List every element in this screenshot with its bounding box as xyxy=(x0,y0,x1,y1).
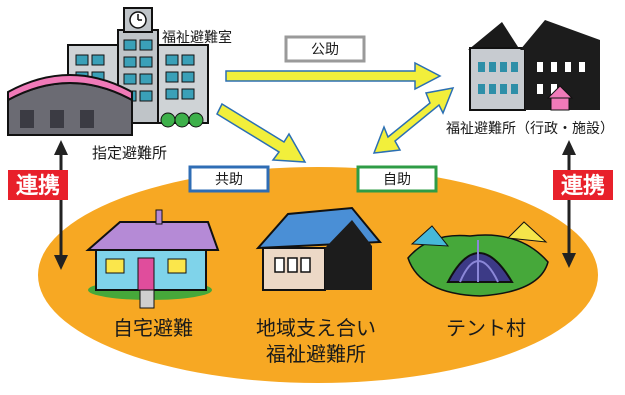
community-shelter-label-line2: 福祉避難所 xyxy=(266,342,366,366)
home-evacuation-label: 自宅避難 xyxy=(113,316,193,340)
designated-shelter-label: 指定避難所 xyxy=(92,144,167,162)
community-house-icon xyxy=(255,206,383,291)
cooperation-left-badge xyxy=(8,170,68,200)
cooperation-left-label: 連携 xyxy=(16,173,60,199)
designated-shelter-building-icon xyxy=(7,7,209,136)
mutual-help-arrow xyxy=(216,102,307,163)
mutual-help-box xyxy=(188,165,270,193)
tent-village-label: テント村 xyxy=(446,316,526,340)
cooperation-right-label: 連携 xyxy=(561,173,605,199)
public-help-arrow xyxy=(225,61,442,91)
home-house-icon xyxy=(85,209,220,309)
self-help-box xyxy=(356,165,438,193)
welfare-room-label: 福祉避難室 xyxy=(162,29,232,46)
welfare-shelter-building-icon xyxy=(468,20,600,111)
community-shelter-label-line1: 地域支え合い xyxy=(256,316,376,340)
tent-village-icon xyxy=(407,221,549,297)
mutual-help-label: 共助 xyxy=(215,172,243,188)
right-double-arrow xyxy=(562,140,576,268)
self-help-label: 自助 xyxy=(383,172,411,188)
public-help-label: 公助 xyxy=(311,42,339,58)
self-help-arrow xyxy=(372,87,455,154)
cooperation-right-badge xyxy=(553,170,613,200)
welfare-shelter-admin-label: 福祉避難所（行政・施設） xyxy=(446,121,614,137)
public-help-box xyxy=(284,35,366,63)
